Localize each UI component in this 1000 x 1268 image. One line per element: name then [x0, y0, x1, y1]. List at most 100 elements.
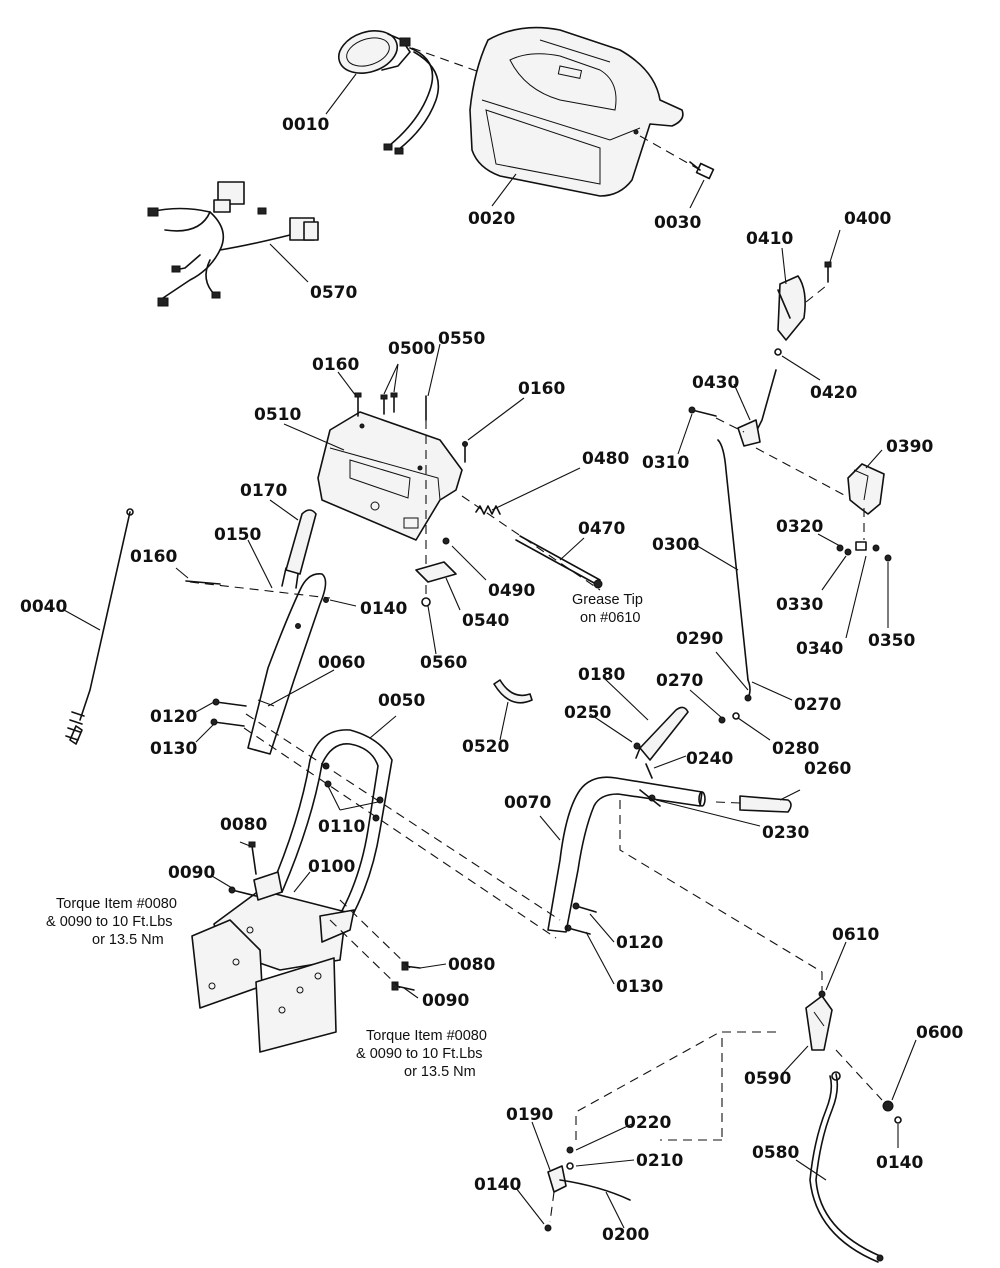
callout-0130-left: 0130 [150, 739, 197, 759]
knob-dash [835, 1049, 883, 1101]
callout-0090-left: 0090 [168, 863, 215, 883]
washer-0210-part [566, 1162, 574, 1170]
callout-0490: 0490 [488, 581, 535, 601]
callout-0150: 0150 [214, 525, 261, 545]
grease-note: Grease Tip on #0610 [572, 592, 643, 626]
handle-bolts-dash-b [243, 727, 557, 939]
callout-0470: 0470 [578, 519, 625, 539]
callout-0270-left: 0270 [656, 671, 703, 691]
torque-note-right-line2: & 0090 to 10 Ft.Lbs [356, 1046, 483, 1062]
callout-0260: 0260 [804, 759, 851, 779]
screw-0220-part [566, 1146, 574, 1154]
link-bracket-dash [755, 447, 847, 497]
dash-panel-part [469, 26, 684, 197]
panel-screws [354, 392, 468, 463]
callout-0420: 0420 [810, 383, 857, 403]
fastener-0490-part [442, 537, 450, 545]
callout-0180: 0180 [578, 665, 625, 685]
cable-0040-part [65, 508, 134, 745]
callout-0040: 0040 [20, 597, 67, 617]
callout-0320: 0320 [776, 517, 823, 537]
pin-0160-part [185, 580, 221, 585]
callout-0280: 0280 [772, 739, 819, 759]
callout-0020: 0020 [468, 209, 515, 229]
callout-0510: 0510 [254, 405, 301, 425]
callout-0480: 0480 [582, 449, 629, 469]
rod-0160-dash [189, 581, 331, 599]
control-panel-part [317, 411, 463, 541]
callout-0080-left: 0080 [220, 815, 267, 835]
callout-0050: 0050 [378, 691, 425, 711]
callout-0120-left: 0120 [150, 707, 197, 727]
callout-0090-right: 0090 [422, 991, 469, 1011]
torque-note-right: Torque Item #0080 & 0090 to 10 Ft.Lbs or… [356, 1028, 487, 1080]
callout-0140-right: 0140 [876, 1153, 923, 1173]
torque-note-left-line3: or 13.5 Nm [92, 932, 164, 948]
callout-0270-right: 0270 [794, 695, 841, 715]
callout-0580: 0580 [752, 1143, 799, 1163]
callout-0010: 0010 [282, 115, 329, 135]
callout-0120-right: 0120 [616, 933, 663, 953]
lever-bolt-dash [805, 285, 827, 303]
callout-0400: 0400 [844, 209, 891, 229]
bracket-0390-part [847, 463, 885, 515]
nut-0560-part [421, 597, 431, 607]
handle-bolts-dash-a [245, 713, 561, 921]
bracket-0540-part [415, 561, 457, 583]
knob-0600-part [882, 1100, 894, 1112]
wire-0200-part [559, 1179, 631, 1201]
callout-0330: 0330 [776, 595, 823, 615]
callout-0130-right: 0130 [616, 977, 663, 997]
callout-0170: 0170 [240, 481, 287, 501]
callout-0310: 0310 [642, 453, 689, 473]
torque-note-left: Torque Item #0080 & 0090 to 10 Ft.Lbs or… [46, 896, 177, 948]
grip-0260-part [739, 795, 792, 813]
callout-0570: 0570 [310, 283, 357, 303]
callout-0160-left: 0160 [130, 547, 177, 567]
callout-0410: 0410 [746, 229, 793, 249]
pin-0240-part [645, 763, 653, 779]
hardware-0320-0350 [836, 541, 892, 562]
callout-0610: 0610 [832, 925, 879, 945]
callout-0160-right: 0160 [518, 379, 565, 399]
bail-0230-part [639, 789, 661, 807]
callout-0140-upper: 0140 [360, 599, 407, 619]
callout-0240: 0240 [686, 749, 733, 769]
bracket-dash-down [549, 1191, 555, 1223]
callout-0030: 0030 [654, 213, 701, 233]
wiring-harness-part [147, 181, 319, 307]
leader-lines [63, 73, 917, 1229]
callout-0390: 0390 [886, 437, 933, 457]
clip-0520-part [493, 679, 533, 704]
bracket-0590-part [805, 995, 833, 1051]
main-frame-part [269, 729, 393, 921]
callout-0600: 0600 [916, 1023, 963, 1043]
grip-dash [715, 801, 741, 804]
callout-0340: 0340 [796, 639, 843, 659]
fastener-0140-part [295, 597, 329, 629]
callout-0160-top: 0160 [312, 355, 359, 375]
callout-0110: 0110 [318, 817, 365, 837]
callout-0300: 0300 [652, 535, 699, 555]
callout-0350: 0350 [868, 631, 915, 651]
bolt-0400-part [824, 261, 832, 283]
right-handle-part [547, 776, 706, 933]
callout-0540: 0540 [462, 611, 509, 631]
base-bolts-dash-a [339, 899, 411, 969]
callout-0560: 0560 [420, 653, 467, 673]
callout-0590: 0590 [744, 1069, 791, 1089]
washer-0420-part [774, 348, 782, 356]
lower-dash-a [575, 1031, 721, 1140]
fitting-0610-part [818, 990, 826, 998]
headlight-dash [411, 47, 489, 76]
callout-0430: 0430 [692, 373, 739, 393]
left-upper-handle-part [247, 573, 327, 755]
callout-0290: 0290 [676, 629, 723, 649]
torque-note-left-line2: & 0090 to 10 Ft.Lbs [46, 914, 173, 930]
base-bolts-dash-b [329, 919, 401, 989]
grease-note-line2: on #0610 [580, 610, 640, 626]
spring-0480-part [475, 505, 501, 515]
lever-0410-part [777, 275, 806, 341]
small-0250-part [633, 742, 641, 750]
